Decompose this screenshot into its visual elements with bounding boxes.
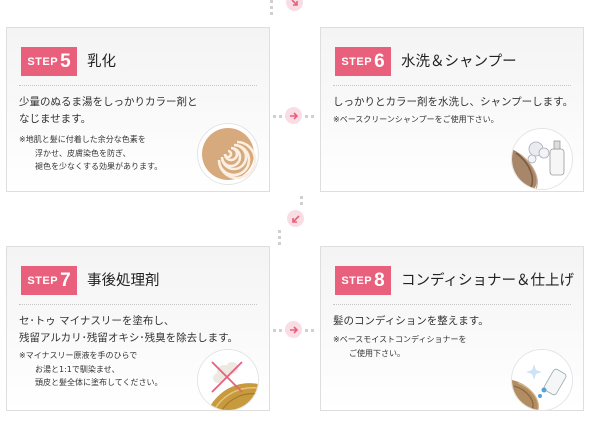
arrow-right-icon — [285, 321, 302, 338]
connector-6-7a — [300, 196, 304, 208]
step-description: 髪のコンディションを整えます。 — [333, 315, 489, 327]
arrow-right-icon — [285, 107, 302, 124]
step-note: ※地肌と髪に付着した余分な色素を 浮かせ、皮膚染色を防ぎ、 褪色を少なくする効果… — [19, 135, 163, 171]
step-title: 水洗＆シャンプー — [401, 54, 517, 70]
step-badge: STEP 5 — [21, 47, 77, 76]
arrow-into-step5 — [286, 0, 303, 11]
conditioner-hair-icon — [511, 349, 573, 411]
step-card-6: STEP 6 水洗＆シャンプー しっかりとカラー剤を水洗し、シャンプーします。 … — [320, 27, 584, 192]
swirl-emulsion-icon — [197, 123, 259, 185]
arrow-down-left-icon — [287, 210, 304, 227]
step-note: ※ベースクリーンシャンプーをご使用下さい。 — [333, 115, 499, 124]
step-title: コンディショナー＆仕上げ — [401, 273, 574, 289]
step-description: セ･トゥ マイナスリーを塗布し、 残留アルカリ･残留オキシ･残臭を除去します。 — [19, 315, 239, 344]
connector-5-6b — [305, 115, 317, 118]
divider — [333, 85, 571, 86]
step-title: 事後処理剤 — [87, 273, 160, 289]
step-badge: STEP 7 — [21, 266, 77, 295]
step-note: ※ベースモイストコンディショナーを ご使用下さい。 — [333, 335, 467, 358]
step-badge: STEP 8 — [335, 266, 391, 295]
divider — [19, 304, 257, 305]
step-description: 少量のぬるま湯をしっかりカラー剤と なじませます。 — [19, 96, 198, 125]
connector-7-8b — [305, 329, 317, 332]
step-title: 乳化 — [87, 54, 116, 70]
divider — [333, 304, 571, 305]
step-card-8: STEP 8 コンディショナー＆仕上げ 髪のコンディションを整えます。 ※ベース… — [320, 246, 584, 411]
connector-top — [270, 0, 274, 18]
step-description: しっかりとカラー剤を水洗し、シャンプーします。 — [333, 96, 574, 108]
step-card-7: STEP 7 事後処理剤 セ･トゥ マイナスリーを塗布し、 残留アルカリ･残留オ… — [6, 246, 270, 411]
step-badge: STEP 6 — [335, 47, 391, 76]
shampoo-hair-icon — [511, 128, 573, 190]
step-card-5: STEP 5 乳化 少量のぬるま湯をしっかりカラー剤と なじませます。 ※地肌と… — [6, 27, 270, 192]
connector-6-7b — [278, 230, 282, 248]
remove-residue-icon — [197, 349, 259, 411]
divider — [19, 85, 257, 86]
step-note: ※マイナスリー原液を手のひらで お湯と1:1で馴染ませ、 頭皮と髪全体に塗布して… — [19, 351, 163, 387]
